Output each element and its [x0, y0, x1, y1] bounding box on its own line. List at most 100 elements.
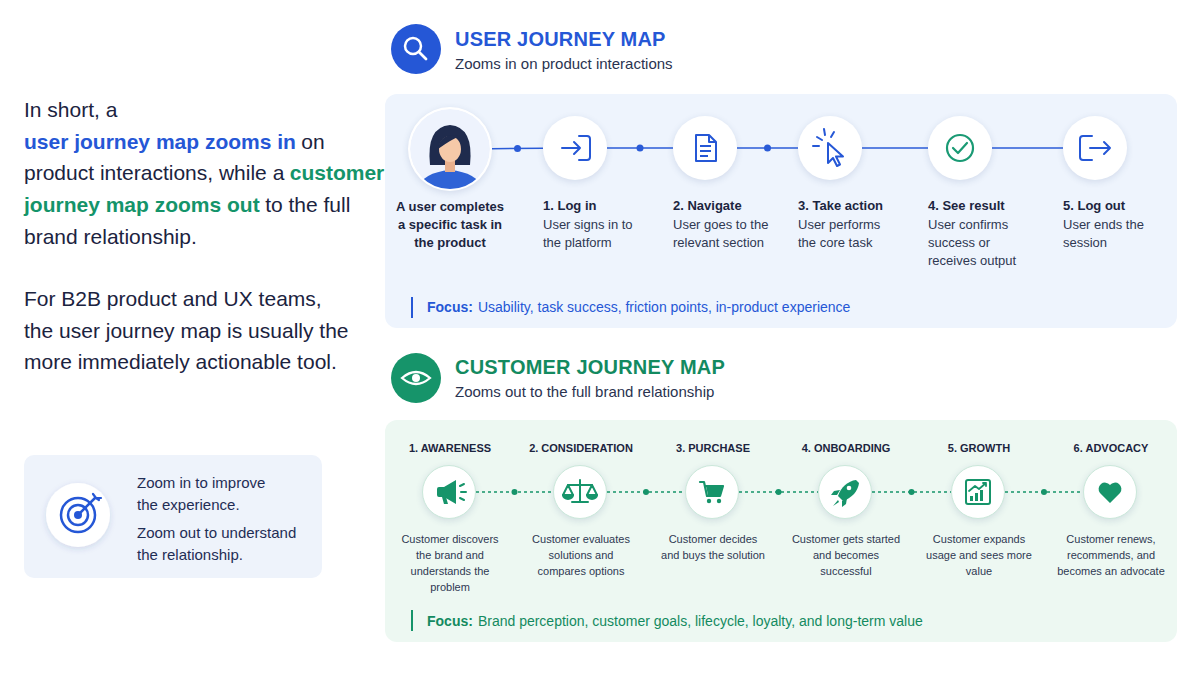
journey-connector [862, 147, 928, 149]
eye-icon [391, 353, 441, 403]
stage-circle: 3. PURCHASECustomer decides and buys the… [685, 465, 739, 519]
scale-icon [563, 485, 597, 495]
stage-text: Customer expands usage and sees more val… [924, 531, 1034, 579]
journey-connector [739, 491, 818, 493]
megaphone-icon [437, 480, 466, 504]
journey-panel: USER JOURNEY MAP Zooms in on product inte… [385, 20, 1177, 328]
stage-circle: 4. ONBOARDINGCustomer gets started and b… [818, 465, 872, 519]
avatar-illustration [439, 136, 461, 162]
journey-connector [492, 148, 543, 150]
note-paragraph: For B2B product and UX teams, the user j… [24, 283, 354, 378]
tip-text: Zoom in to improve the experience. [137, 472, 277, 516]
journey-connector [1005, 491, 1083, 493]
connector-dot [637, 145, 644, 152]
rocket-icon [838, 480, 859, 501]
avatar-caption: A user completes a specific task in the … [395, 198, 505, 252]
scale-icon [568, 480, 592, 502]
logout-icon [1080, 136, 1110, 160]
stage-title: 1. AWARENESS [370, 441, 530, 455]
focus-text: Brand perception, customer goals, lifecy… [478, 610, 923, 632]
panel-title: CUSTOMER JOURNEY MAP [455, 355, 725, 379]
eye-icon [391, 353, 441, 403]
summary-paragraph: In short, auser journey map zooms inon p… [24, 94, 394, 253]
connector-dot [512, 489, 518, 495]
login-icon [562, 142, 580, 154]
journey-panel: CUSTOMER JOURNEY MAPZooms out to the ful… [385, 348, 1177, 642]
focus-text: Usability, task success, friction points… [478, 296, 850, 318]
rocket-icon [831, 480, 859, 507]
stage-text: Customer discovers the brand and underst… [395, 531, 505, 595]
focus-line: Focus:Brand perception, customer goals, … [427, 610, 928, 632]
stage-circle: 2. CONSIDERATIONCustomer evaluates solut… [553, 465, 607, 519]
summary-text: user journey map zooms in [24, 130, 296, 153]
stage-text: Customer decides and buys the solution [658, 531, 768, 563]
avatar-illustration [429, 125, 470, 165]
scale-icon [563, 480, 597, 502]
step-text: User confirms success or receives output [928, 216, 1024, 270]
stage-text: Customer renews, recommends, and becomes… [1056, 531, 1166, 579]
target-icon [46, 483, 110, 547]
stage-circle: 6. ADVOCACYCustomer renews, recommends, … [1083, 465, 1137, 519]
panel-title: USER JOURNEY MAP [455, 27, 666, 51]
megaphone-icon [460, 484, 466, 500]
rocket-icon [831, 490, 847, 507]
heart-icon [1099, 483, 1122, 503]
avatar-illustration [445, 158, 455, 172]
search-icon [391, 24, 441, 74]
stage-text: Customer gets started and becomes succes… [791, 531, 901, 579]
step-title: 5. Log out [1063, 197, 1183, 215]
eye-icon [412, 374, 420, 382]
step-title: 3. Take action [798, 197, 918, 215]
journey-connector [607, 491, 685, 493]
connector-dot [1041, 489, 1047, 495]
search-icon [405, 38, 421, 54]
user-avatar: A user completes a specific task in the … [408, 107, 492, 191]
focus-bar [411, 610, 413, 631]
tip-box: Zoom in to improve the experience. Zoom o… [24, 455, 322, 578]
focus-line: Focus:Usability, task success, friction … [427, 296, 855, 318]
cart-icon [707, 499, 711, 503]
stage-text: Customer evaluates solutions and compare… [526, 531, 636, 579]
cart-icon [706, 486, 723, 495]
tip-text: Zoom out to understand the relationship. [137, 522, 309, 566]
connector-dot [764, 145, 771, 152]
step-text: User signs in to the platform [543, 216, 639, 252]
check-icon [947, 135, 973, 161]
growth-chart-icon [966, 480, 990, 504]
cart-icon [700, 482, 723, 496]
journey-connector [872, 491, 951, 493]
avatar-illustration [410, 109, 490, 195]
megaphone-icon [442, 497, 448, 504]
step-circle: 5. Log outUser ends the session [1063, 116, 1127, 180]
check-icon [953, 143, 967, 153]
stage-title: 5. GROWTH [899, 441, 1059, 455]
step-text: User goes to the relevant section [673, 216, 769, 252]
stage-circle: 5. GROWTHCustomer expands usage and sees… [951, 465, 1005, 519]
avatar-illustration [416, 170, 484, 195]
target-icon [68, 505, 88, 525]
target-icon [93, 494, 101, 500]
step-title: 1. Log in [543, 197, 663, 215]
cursor-icon [828, 143, 843, 166]
target-icon [74, 511, 82, 519]
scale-icon [563, 495, 597, 499]
panel-subtitle: Zooms in on product interactions [455, 54, 673, 74]
journey-connector [476, 491, 553, 493]
focus-key: Focus: [427, 610, 473, 632]
megaphone-icon [437, 480, 456, 504]
target-icon [61, 498, 95, 532]
search-icon [419, 52, 426, 59]
stage-title: 6. ADVOCACY [1031, 441, 1191, 455]
document-icon [700, 146, 711, 156]
focus-key: Focus: [427, 296, 473, 318]
journey-connector [737, 147, 798, 149]
stage-title: 4. ONBOARDING [766, 441, 926, 455]
connector-dot [909, 489, 915, 495]
growth-chart-icon [966, 480, 990, 504]
search-icon [391, 24, 441, 74]
document-icon [709, 135, 716, 142]
